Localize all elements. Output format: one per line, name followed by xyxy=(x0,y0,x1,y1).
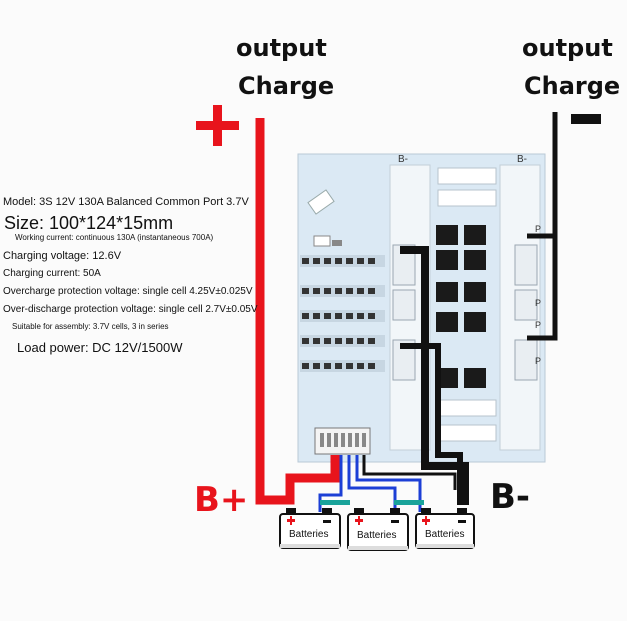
battery-icon xyxy=(347,508,409,551)
spec-load-power: Load power: DC 12V/1500W xyxy=(17,340,183,355)
board-b-minus-label: B- xyxy=(517,154,527,165)
spec-overcharge: Overcharge protection voltage: single ce… xyxy=(3,286,253,297)
board-p-label: P xyxy=(535,356,542,366)
negative-output-wire xyxy=(527,112,558,341)
battery-label: Batteries xyxy=(357,530,397,541)
spec-charging-voltage: Charging voltage: 12.6V xyxy=(3,250,122,262)
b-plus-label: B+ xyxy=(194,480,249,520)
battery-icon xyxy=(279,508,341,549)
battery-icon xyxy=(415,508,475,549)
b-minus-label: B- xyxy=(490,477,531,517)
b-minus-wire xyxy=(400,246,469,505)
board-b-minus-label: B- xyxy=(398,154,408,165)
positive-sign-icon xyxy=(196,105,239,146)
battery-label: Batteries xyxy=(425,529,465,540)
negative-sign-icon xyxy=(571,114,601,124)
spec-working-current: Working current: continuous 130A (instan… xyxy=(15,233,214,242)
board-p-label: P xyxy=(535,224,542,234)
battery-label: Batteries xyxy=(289,529,329,540)
positive-wire xyxy=(255,118,340,505)
right-charge-label: Charge xyxy=(524,72,621,100)
board-p-label: P xyxy=(535,298,542,308)
spec-charging-current: Charging current: 50A xyxy=(3,268,101,279)
left-output-label: output xyxy=(236,34,327,62)
left-charge-label: Charge xyxy=(238,72,335,100)
spec-overdischarge: Over-discharge protection voltage: singl… xyxy=(3,304,258,315)
spec-model: Model: 3S 12V 130A Balanced Common Port … xyxy=(3,196,249,208)
spec-size: Size: 100*124*15mm xyxy=(4,213,174,233)
right-output-label: output xyxy=(522,34,613,62)
board-p-label: P xyxy=(535,320,542,330)
spec-assembly: Suitable for assembly: 3.7V cells, 3 in … xyxy=(12,322,169,331)
